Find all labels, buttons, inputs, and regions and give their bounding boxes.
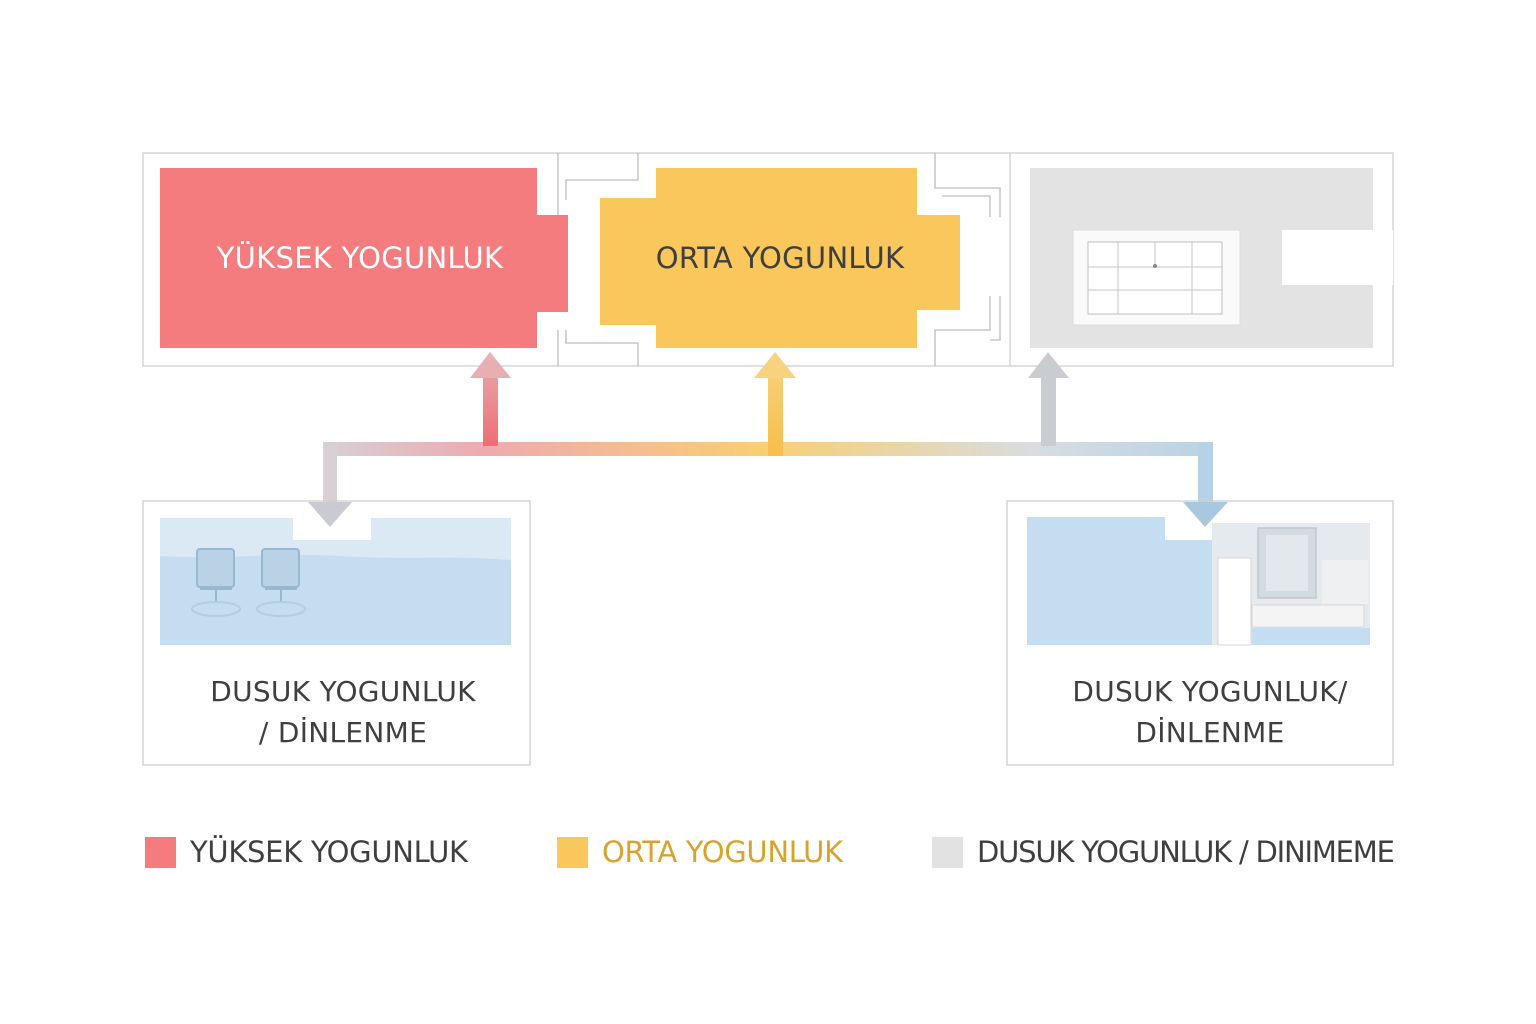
legend-swatch-low <box>932 836 963 868</box>
legend-label-high: YÜKSEK YOGUNLUK <box>190 835 468 869</box>
bottom-right-label-line1: DUSUK YOGUNLUK/ <box>1072 675 1348 708</box>
bottom-right-frame <box>1006 500 1394 766</box>
legend-label-medium: ORTA YOGUNLUK <box>602 835 843 869</box>
bottom-left-rest-area <box>142 500 531 766</box>
corridor-walls <box>557 153 1001 366</box>
side-room-block <box>1212 523 1370 646</box>
bottom-right-label-line2: DİNLENME <box>1135 716 1285 749</box>
left-down-arrowhead <box>308 502 352 527</box>
medium-intensity-zone <box>600 168 960 348</box>
high-intensity-zone <box>160 168 568 348</box>
legend-item-low: DUSUK YOGUNLUK / DINIMEME <box>932 832 1395 872</box>
bottom-left-label-line1: DUSUK YOGUNLUK <box>210 675 476 708</box>
lounge-chair-icon <box>191 548 306 617</box>
legend-item-high: YÜKSEK YOGUNLUK <box>145 832 468 872</box>
bottom-right-label: DUSUK YOGUNLUK/ DİNLENME <box>1007 671 1413 753</box>
connector-network <box>308 352 1228 527</box>
legend-label-low: DUSUK YOGUNLUK / DINIMEME <box>977 835 1395 869</box>
gray-up-arrowhead <box>1028 352 1069 378</box>
yellow-up-stem <box>768 372 783 456</box>
bottom-right-blue-zone <box>1027 517 1218 645</box>
left-down-stem <box>323 442 337 504</box>
legend-swatch-high <box>145 836 176 868</box>
gray-up-stem <box>1041 372 1056 446</box>
top-floor-plan <box>142 152 1394 367</box>
red-up-arrowhead <box>470 352 511 378</box>
bottom-left-frame <box>142 500 531 766</box>
right-down-arrowhead <box>1183 502 1228 527</box>
legend-item-medium: ORTA YOGUNLUK <box>557 832 843 872</box>
yellow-up-arrowhead <box>754 352 796 378</box>
right-down-stem <box>1198 442 1213 504</box>
bottom-left-label: DUSUK YOGUNLUK / DİNLENME <box>143 671 543 753</box>
low-intensity-gray-zone <box>1030 168 1393 348</box>
red-up-stem <box>483 372 498 446</box>
legend-swatch-medium <box>557 836 588 868</box>
medium-intensity-label: ORTA YOGUNLUK <box>655 241 905 275</box>
high-intensity-label: YÜKSEK YOGUNLUK <box>216 241 504 275</box>
bottom-left-label-line2: / DİNLENME <box>258 716 428 749</box>
bottom-right-rest-area <box>1006 500 1394 766</box>
